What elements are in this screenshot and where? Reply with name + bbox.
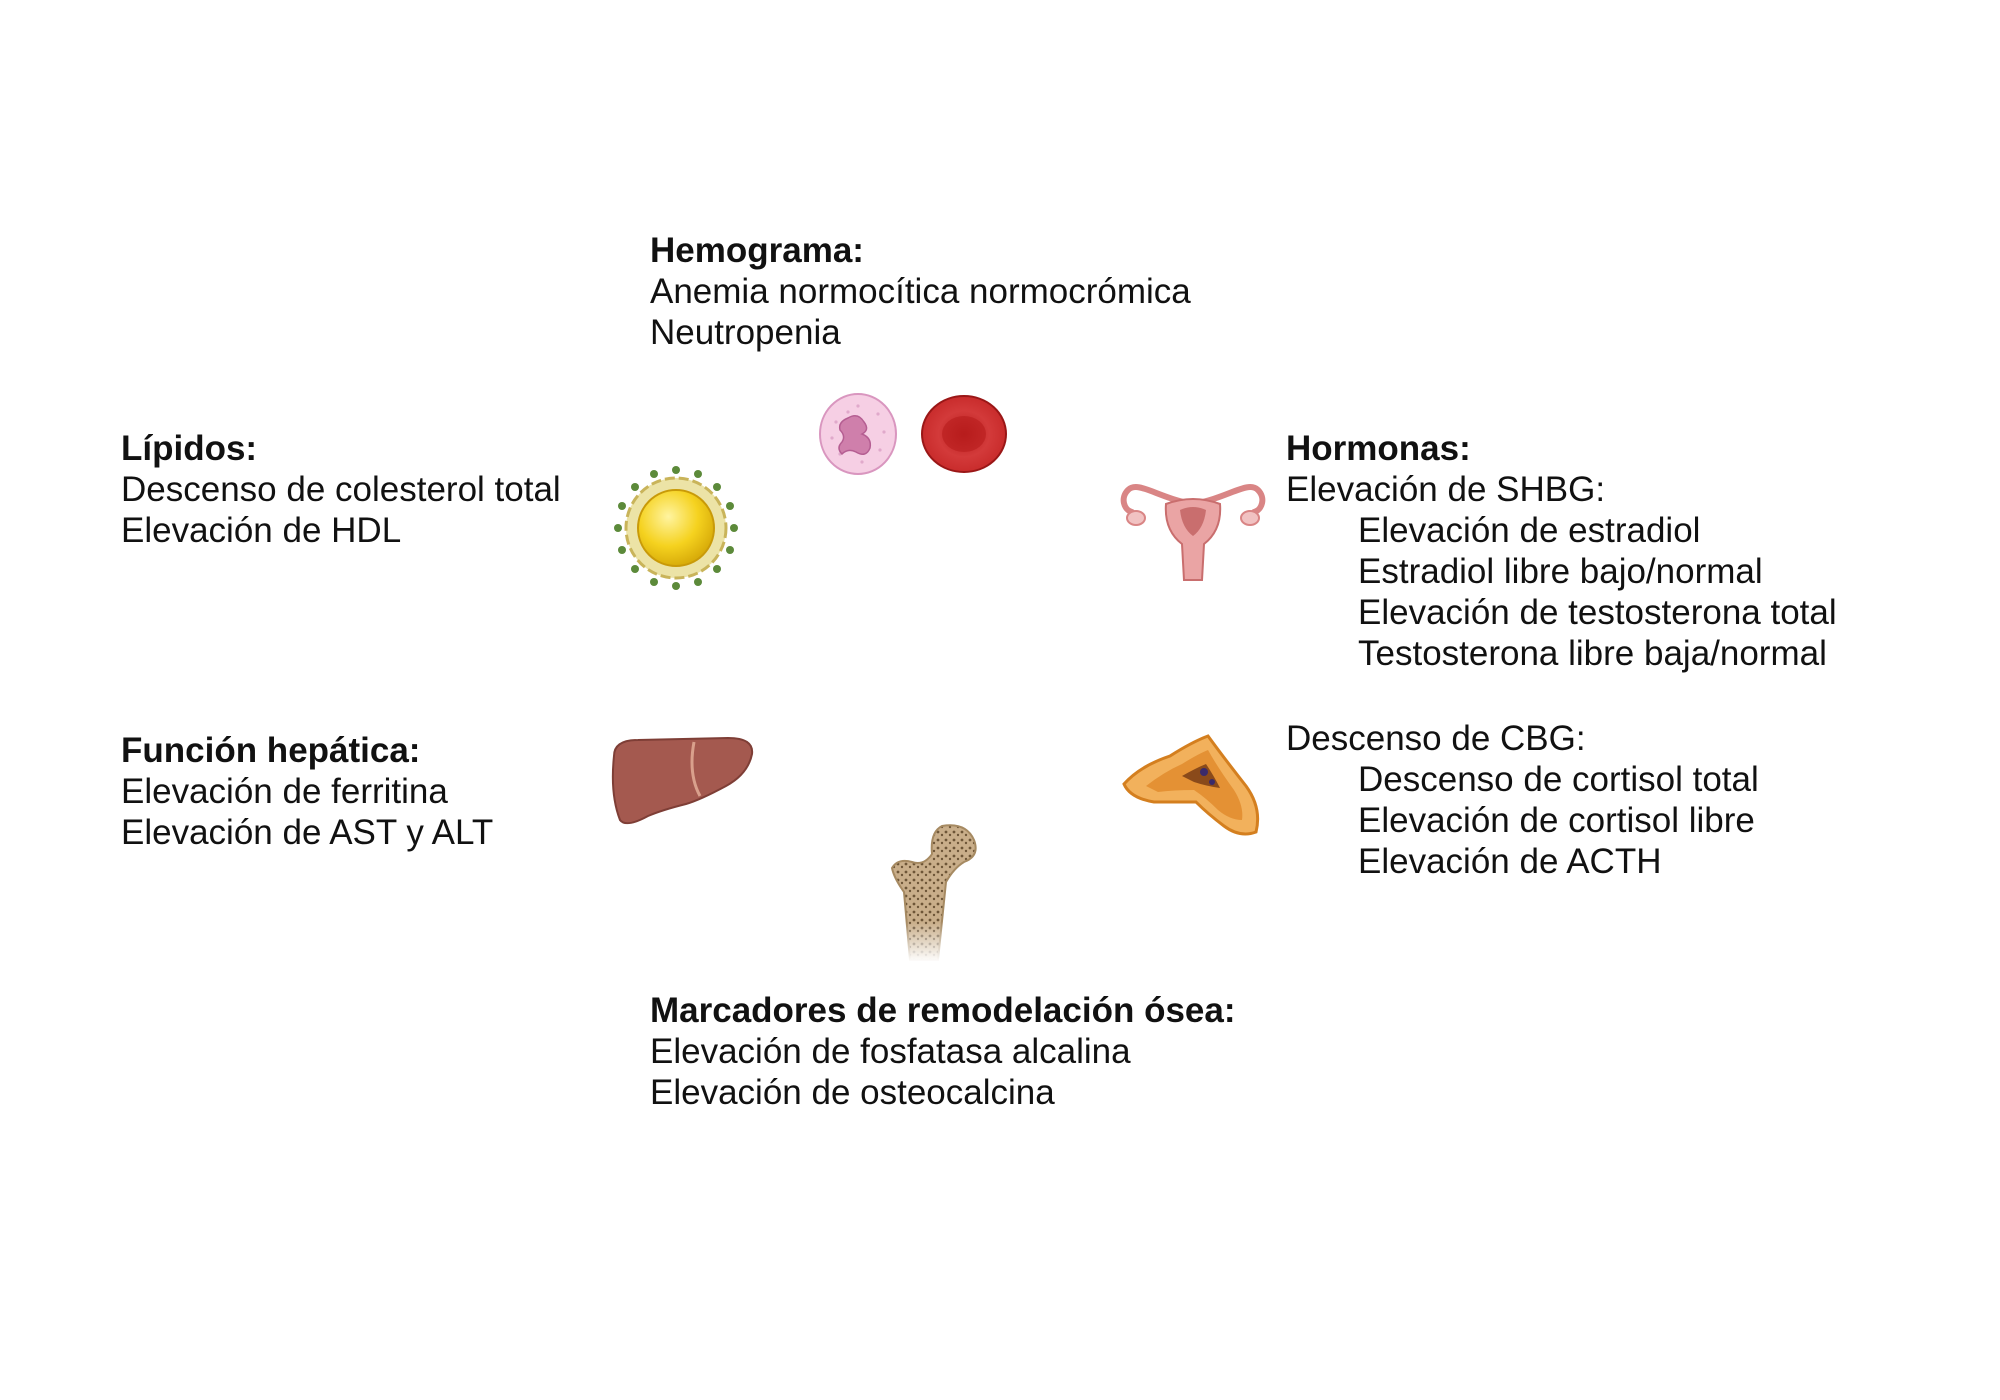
cbg-section: Descenso de CBG: Descenso de cortisol to… [1286,718,1759,882]
liver-function-line: Elevación de AST y ALT [121,813,494,852]
cbg-label: Descenso de CBG: [1286,719,1586,758]
neutrophil-icon [818,392,898,476]
liver-function-section: Función hepática: Elevación de ferritina… [121,730,493,853]
liver-function-title: Función hepática: [121,731,421,770]
bone-markers-title: Marcadores de remodelación ósea: [650,991,1236,1030]
erythrocyte-icon [920,394,1008,474]
uterus-icon [1118,474,1268,586]
bone-markers-line: Elevación de fosfatasa alcalina [650,1032,1131,1071]
femur-icon [880,822,988,962]
hemogram-line: Anemia normocítica normocrómica [650,272,1191,311]
bone-markers-section: Marcadores de remodelación ósea: Elevaci… [650,990,1236,1113]
bone-markers-line: Elevación de osteocalcina [650,1073,1055,1112]
adrenal-gland-icon [1120,732,1264,840]
hemogram-section: Hemograma: Anemia normocítica normocrómi… [650,230,1191,353]
hormones-section: Hormonas: Elevación de SHBG: Elevación d… [1286,428,1837,674]
hemogram-line: Neutropenia [650,313,841,352]
lipids-section: Lípidos: Descenso de colesterol total El… [121,428,561,551]
cbg-item: Elevación de ACTH [1358,842,1662,881]
lipids-line: Elevación de HDL [121,511,402,550]
lipids-title: Lípidos: [121,429,258,468]
hormones-title: Hormonas: [1286,429,1471,468]
shbg-item: Elevación de testosterona total [1358,593,1837,632]
shbg-label: Elevación de SHBG: [1286,470,1606,509]
liver-function-line: Elevación de ferritina [121,772,448,811]
liver-icon [608,734,756,832]
lipoprotein-icon [614,466,738,590]
shbg-item: Testosterona libre baja/normal [1358,634,1827,673]
cbg-item: Elevación de cortisol libre [1358,801,1755,840]
cbg-item: Descenso de cortisol total [1358,760,1759,799]
lipids-line: Descenso de colesterol total [121,470,561,509]
shbg-item: Elevación de estradiol [1358,511,1701,550]
shbg-item: Estradiol libre bajo/normal [1358,552,1763,591]
hemogram-title: Hemograma: [650,231,864,270]
